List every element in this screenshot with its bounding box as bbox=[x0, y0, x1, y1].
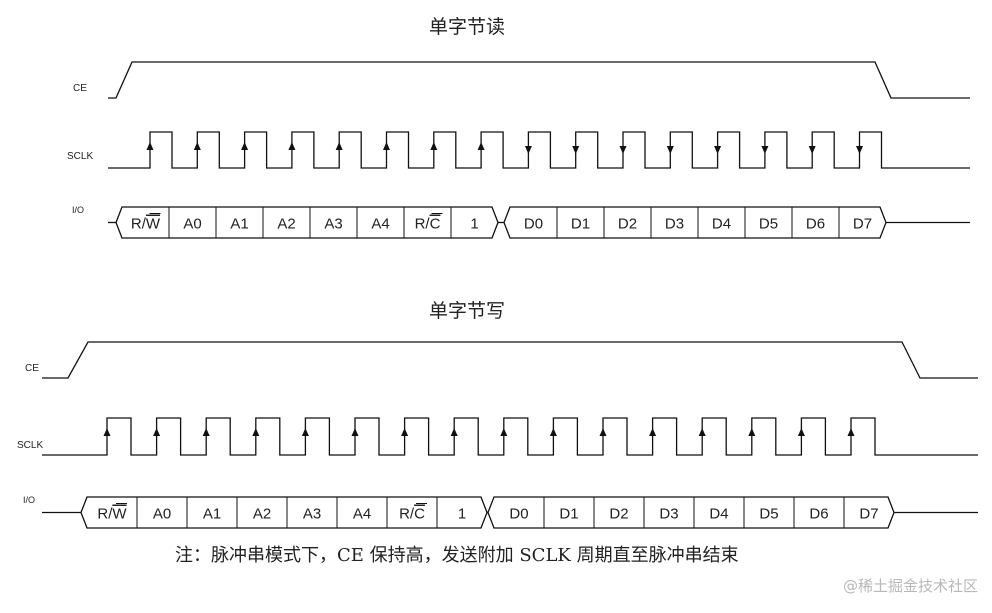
sclk-rising-edge-arrow bbox=[383, 142, 390, 150]
sclk-rising-edge-arrow bbox=[301, 428, 309, 436]
io-address-cell: A0 bbox=[153, 506, 171, 523]
sclk-rising-edge-arrow bbox=[288, 142, 296, 150]
io-address-cell: 1 bbox=[458, 506, 466, 523]
io-cell-text: R/ bbox=[131, 216, 147, 233]
io-cell-overline-text: C bbox=[430, 216, 441, 233]
io-data-cell: D2 bbox=[609, 506, 628, 523]
io-address-cell: A1 bbox=[230, 216, 248, 233]
io-data-cell: D7 bbox=[853, 216, 872, 233]
sclk-falling-edge-arrow bbox=[714, 146, 722, 154]
sclk-signal-label: SCLK bbox=[17, 440, 43, 451]
io-address-cell: A1 bbox=[203, 506, 221, 523]
io-cell-overline-text: W bbox=[146, 216, 161, 233]
sclk-rising-edge-arrow bbox=[252, 428, 260, 436]
io-command-bus bbox=[115, 206, 499, 239]
sclk-falling-edge-arrow bbox=[808, 146, 816, 154]
io-data-cell: D3 bbox=[665, 216, 684, 233]
io-data-cell: D3 bbox=[659, 506, 678, 523]
sclk-rising-edge-arrow bbox=[401, 428, 409, 436]
io-address-cell: R/W bbox=[131, 216, 161, 233]
sclk-rising-edge-arrow bbox=[202, 428, 210, 436]
sclk-rising-edge-arrow bbox=[698, 428, 706, 436]
sclk-rising-edge-arrow bbox=[649, 428, 657, 436]
io-address-cell: R/C bbox=[399, 506, 425, 523]
sclk-rising-edge-arrow bbox=[748, 428, 756, 436]
io-data-cell: D4 bbox=[712, 216, 731, 233]
io-address-cell: A4 bbox=[371, 216, 389, 233]
read-diagram-title: 单字节读 bbox=[429, 16, 506, 38]
io-data-cell: D1 bbox=[559, 506, 578, 523]
sclk-falling-edge-arrow bbox=[856, 146, 863, 154]
ce-waveform bbox=[108, 61, 970, 99]
io-data-cell: D7 bbox=[859, 506, 878, 523]
io-data-cell: D2 bbox=[618, 216, 637, 233]
io-cell-text: R/ bbox=[399, 506, 415, 523]
ce-waveform bbox=[42, 341, 978, 379]
sclk-rising-edge-arrow bbox=[847, 428, 855, 436]
io-data-bus bbox=[487, 496, 895, 529]
io-data-cell: D0 bbox=[509, 506, 528, 523]
sclk-falling-edge-arrow bbox=[666, 146, 674, 154]
io-address-cell: A3 bbox=[303, 506, 321, 523]
ce-signal-label: CE bbox=[25, 363, 39, 374]
io-address-cell: R/W bbox=[97, 506, 127, 523]
sclk-falling-edge-arrow bbox=[761, 146, 769, 154]
io-address-cell: 1 bbox=[470, 216, 478, 233]
io-address-cell: R/C bbox=[415, 216, 441, 233]
sclk-rising-edge-arrow bbox=[351, 428, 359, 436]
sclk-rising-edge-arrow bbox=[797, 428, 805, 436]
sclk-rising-edge-arrow bbox=[153, 428, 161, 436]
io-address-cell: A0 bbox=[183, 216, 201, 233]
io-cell-overline-text: C bbox=[414, 506, 425, 523]
io-data-cell: D1 bbox=[571, 216, 590, 233]
sclk-rising-edge-arrow bbox=[477, 142, 485, 150]
io-data-bus bbox=[503, 206, 887, 239]
sclk-rising-edge-arrow bbox=[500, 428, 508, 436]
io-data-cell: D5 bbox=[759, 506, 778, 523]
io-address-cell: A2 bbox=[253, 506, 271, 523]
io-address-cell: A3 bbox=[324, 216, 342, 233]
sclk-waveform bbox=[108, 131, 970, 169]
io-data-cell: D6 bbox=[809, 506, 828, 523]
sclk-rising-edge-arrow bbox=[146, 142, 154, 150]
io-cell-overline-text: W bbox=[112, 506, 127, 523]
io-address-cell: A4 bbox=[353, 506, 371, 523]
sclk-falling-edge-arrow bbox=[619, 146, 627, 154]
sclk-rising-edge-arrow bbox=[335, 142, 343, 150]
sclk-rising-edge-arrow bbox=[430, 142, 438, 150]
sclk-rising-edge-arrow bbox=[103, 428, 111, 436]
sclk-signal-label: SCLK bbox=[67, 151, 93, 162]
watermark: @稀土掘金技术社区 bbox=[842, 577, 978, 595]
sclk-rising-edge-arrow bbox=[450, 428, 458, 436]
io-command-bus bbox=[80, 496, 488, 529]
sclk-rising-edge-arrow bbox=[599, 428, 607, 436]
io-cell-text: R/ bbox=[97, 506, 113, 523]
io-cell-text: R/ bbox=[415, 216, 431, 233]
io-signal-label: I/O bbox=[23, 495, 35, 505]
io-signal-label: I/O bbox=[72, 205, 84, 215]
sclk-rising-edge-arrow bbox=[549, 428, 557, 436]
write-diagram-title: 单字节写 bbox=[429, 300, 506, 322]
ce-signal-label: CE bbox=[73, 83, 87, 94]
sclk-waveform bbox=[42, 417, 978, 456]
sclk-falling-edge-arrow bbox=[524, 146, 532, 154]
io-data-cell: D5 bbox=[759, 216, 778, 233]
io-data-cell: D4 bbox=[709, 506, 728, 523]
sclk-falling-edge-arrow bbox=[572, 146, 580, 154]
sclk-rising-edge-arrow bbox=[193, 142, 201, 150]
io-data-cell: D6 bbox=[806, 216, 825, 233]
burst-mode-note: 注：脉冲串模式下，CE 保持高，发送附加 SCLK 周期直至脉冲串结束 bbox=[175, 545, 739, 566]
io-address-cell: A2 bbox=[277, 216, 295, 233]
sclk-rising-edge-arrow bbox=[241, 142, 249, 150]
io-data-cell: D0 bbox=[524, 216, 543, 233]
